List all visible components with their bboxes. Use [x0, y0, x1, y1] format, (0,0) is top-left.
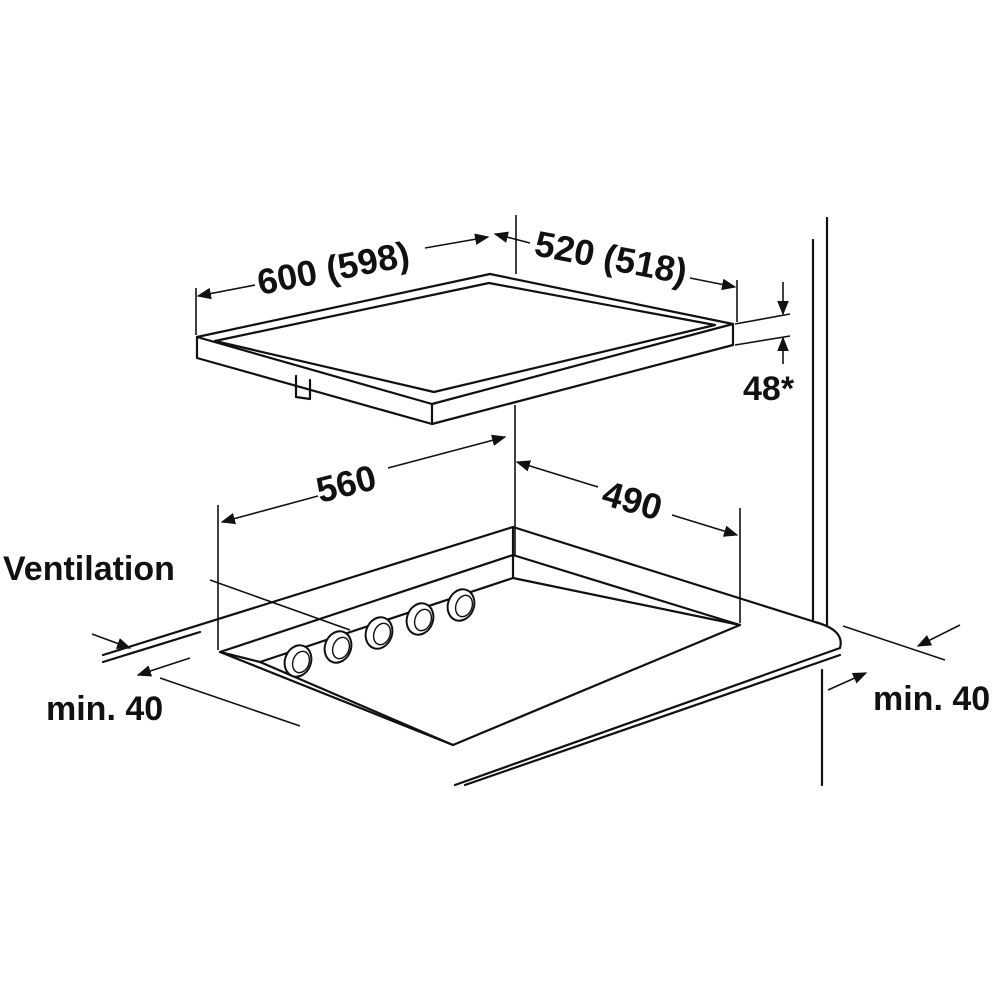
label-depth-hob: 520 (518)	[531, 223, 690, 293]
ventilation-holes	[283, 588, 476, 678]
dimension-arrows	[91, 231, 961, 691]
label-cutout-width: 560	[312, 456, 380, 510]
label-thickness: 48*	[743, 370, 795, 408]
wall-cabinet	[811, 216, 829, 787]
hob-panel	[195, 272, 735, 426]
extension-lines	[159, 215, 946, 727]
label-min-right: min. 40	[873, 680, 990, 718]
worktop	[101, 525, 842, 787]
label-cutout-depth: 490	[598, 472, 667, 528]
label-min-left: min. 40	[46, 690, 163, 728]
label-ventilation: Ventilation	[3, 550, 175, 588]
label-width-hob: 600 (598)	[254, 233, 413, 303]
